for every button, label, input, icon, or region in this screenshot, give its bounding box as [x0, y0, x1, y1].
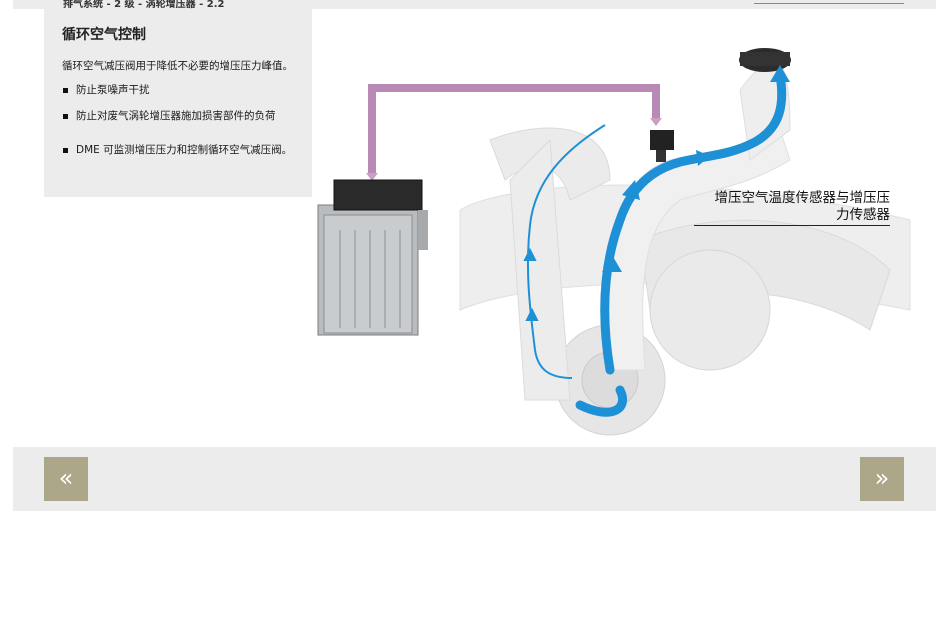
charge-air-sensor-component [650, 130, 674, 162]
callout-line-1: 增压空气温度传感器与增压压 [714, 190, 891, 206]
bullet-item: 防止对废气涡轮增压器施加损害部件的负荷 [62, 110, 294, 122]
breadcrumb-bar: 排气系统 - 2 级 - 涡轮增压器 - 2.2 [13, 0, 936, 9]
flow-arrowheads [602, 65, 790, 272]
turbocharger-diagram [317, 48, 911, 436]
callout-line-2: 力传感器 [836, 207, 890, 223]
info-panel: 循环空气控制 循环空气减压阀用于降低不必要的增压压力峰值。 防止泵噪声干扰 防止… [44, 9, 312, 197]
intake-air-flow-arrow [523, 124, 606, 379]
header-tab-stub [754, 0, 904, 4]
next-page-button[interactable]: » [860, 457, 904, 501]
breadcrumb: 排气系统 - 2 级 - 涡轮增压器 - 2.2 [63, 0, 225, 9]
wiring-harness-line [366, 84, 662, 181]
sensor-callout: 增压空气温度传感器与增压压 力传感器 [694, 190, 890, 226]
panel-title: 循环空气控制 [62, 27, 146, 43]
bullet-item: DME 可监测增压压力和控制循环空气减压阀。 [62, 144, 294, 156]
bullet-item: 防止泵噪声干扰 [62, 84, 294, 96]
dme-control-unit [317, 179, 428, 336]
panel-intro: 循环空气减压阀用于降低不必要的增压压力峰值。 [62, 60, 293, 72]
recirculation-valve-component [739, 48, 791, 72]
boost-air-flow-arrow [575, 70, 787, 417]
previous-page-button[interactable]: « [44, 457, 88, 501]
navigation-bar: « » [13, 447, 936, 511]
bullet-list: 防止泵噪声干扰 防止对废气涡轮增压器施加损害部件的负荷 DME 可监测增压压力和… [62, 84, 294, 156]
